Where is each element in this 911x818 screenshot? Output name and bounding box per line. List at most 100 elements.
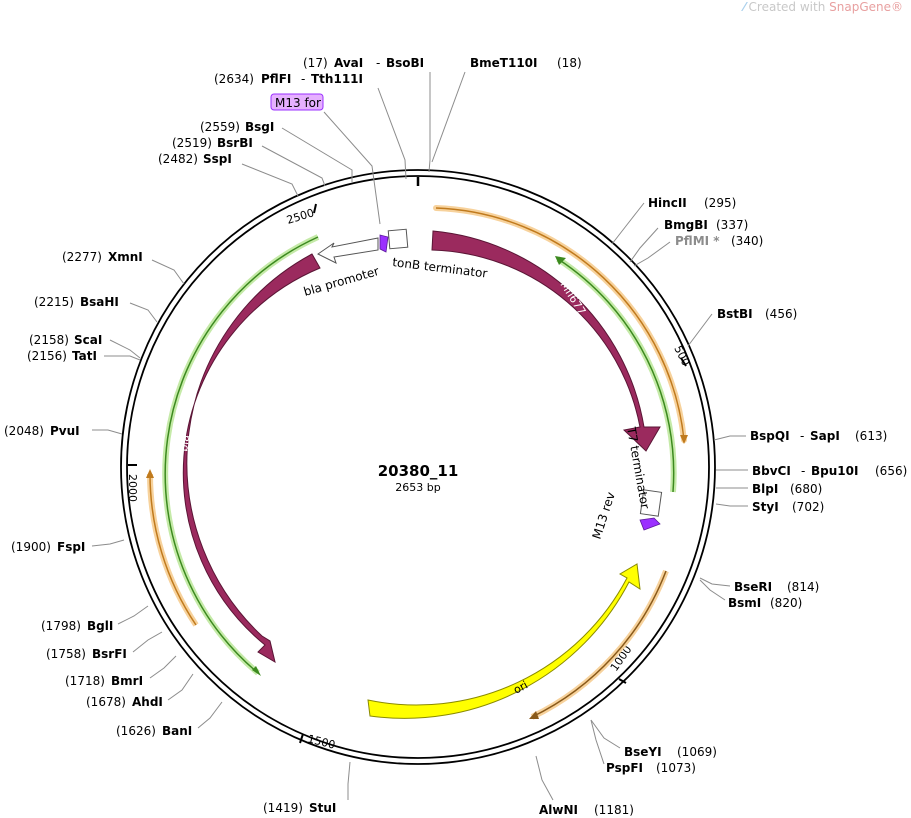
site-dash-sapi: - bbox=[800, 429, 804, 443]
watermark-prefix: Created with bbox=[748, 0, 830, 14]
feature-tonb-terminator[interactable] bbox=[387, 228, 409, 250]
feature-ori[interactable] bbox=[367, 563, 641, 719]
site-name-sapi: SapI bbox=[810, 429, 840, 443]
site-dash-bpu10i: - bbox=[801, 464, 805, 478]
watermark-mark: ® bbox=[891, 0, 903, 14]
site-pos-bmet110i: (18) bbox=[557, 56, 582, 70]
site-pos-pspfi: (1073) bbox=[656, 761, 696, 775]
site-name-bani: BanI bbox=[162, 724, 192, 738]
site-name-scai: ScaI bbox=[74, 333, 102, 347]
leader-m13for bbox=[323, 111, 381, 225]
site-dash-bsobi: - bbox=[376, 56, 380, 70]
backbone-outer bbox=[120, 169, 716, 765]
leader-bseyi bbox=[590, 719, 621, 749]
site-pos-hincii: (295) bbox=[704, 196, 736, 210]
leader-bstbi bbox=[687, 313, 713, 347]
site-name-tati: TatI bbox=[72, 349, 97, 363]
site-pos-tati: (2156) bbox=[27, 349, 67, 363]
site-name-bstbi: BstBI bbox=[717, 307, 753, 321]
site-pos-bmri: (1718) bbox=[65, 674, 105, 688]
feature-labels: Mfl677 bla ori tonB terminator bla promo… bbox=[177, 93, 652, 697]
orf-arc-2-arrow-icon bbox=[555, 256, 566, 265]
leader-bsrfi bbox=[132, 631, 163, 653]
watermark-brand: SnapGene bbox=[829, 0, 891, 14]
site-name-pflmi: PflMI * bbox=[675, 234, 720, 248]
leader-fspi bbox=[91, 539, 125, 547]
feature-t7-terminator[interactable] bbox=[639, 489, 663, 517]
leader-bani bbox=[197, 701, 223, 729]
leader-alwni bbox=[535, 755, 554, 801]
leader-pspfi bbox=[590, 719, 605, 765]
site-name-ahdi: AhdI bbox=[132, 695, 163, 709]
feature-label-ori: ori bbox=[511, 678, 530, 696]
site-name-bmri: BmrI bbox=[111, 674, 143, 688]
site-labels: (17) AvaI - BsoBI BmeT110I (18) (2634) P… bbox=[4, 56, 907, 817]
site-pos-ahdi: (1678) bbox=[86, 695, 126, 709]
leader-bgli bbox=[117, 605, 149, 625]
site-pos-bsrbi: (2519) bbox=[172, 136, 212, 150]
site-pos-bsgi: (2559) bbox=[200, 120, 240, 134]
feature-mfl677[interactable] bbox=[431, 230, 661, 452]
orf-arc-3 bbox=[531, 570, 667, 718]
tick-2500-mark bbox=[313, 203, 317, 214]
tick-label-2500: 2500 bbox=[285, 206, 316, 227]
site-name-bsahi: BsaHI bbox=[80, 295, 119, 309]
site-name-pspfi: PspFI bbox=[606, 761, 643, 775]
site-pos-blpi: (680) bbox=[790, 482, 822, 496]
orf-arc-1 bbox=[435, 207, 685, 441]
snapgene-logo-icon: ⁄ bbox=[743, 0, 746, 14]
site-pos-sspi: (2482) bbox=[158, 152, 198, 166]
site-name-pflfi: PflFI bbox=[261, 72, 291, 86]
site-name-pvui: PvuI bbox=[50, 424, 80, 438]
site-pos-bseyi: (1069) bbox=[677, 745, 717, 759]
orf-arc-4-arrow-icon bbox=[252, 666, 261, 676]
site-pos-alwni: (1181) bbox=[594, 803, 634, 817]
feature-m13-rev[interactable] bbox=[639, 517, 661, 531]
feature-m13-for[interactable] bbox=[379, 234, 389, 253]
leader-styi bbox=[715, 503, 748, 507]
orf-arc-4 bbox=[164, 236, 319, 674]
site-pos-bbvci: (656) bbox=[875, 464, 907, 478]
leader-hincii bbox=[611, 202, 645, 245]
site-name-aval: AvaI bbox=[334, 56, 363, 70]
orf-arc-3-arrow-icon bbox=[529, 711, 539, 719]
leader-xmni bbox=[151, 259, 185, 285]
backbone-inner bbox=[126, 175, 710, 759]
leader-bsmi bbox=[699, 579, 726, 601]
site-name-bsrbi: BsrBI bbox=[217, 136, 253, 150]
feature-label-bla: bla bbox=[177, 434, 192, 452]
leader-bmet110i-2 bbox=[431, 71, 466, 163]
site-name-bgli: BglI bbox=[87, 619, 113, 633]
feature-label-m13-rev: M13 rev bbox=[590, 490, 618, 541]
site-name-blpi: BlpI bbox=[752, 482, 778, 496]
orf-arc-1-arrow-icon bbox=[680, 435, 688, 444]
site-name-bsmi: BsmI bbox=[728, 596, 761, 610]
site-name-bseri: BseRI bbox=[734, 580, 772, 594]
leader-tati bbox=[104, 355, 141, 361]
site-pos-bspqi: (613) bbox=[855, 429, 887, 443]
leader-pvui bbox=[92, 429, 123, 435]
site-pos-fspi: (1900) bbox=[11, 540, 51, 554]
site-pos-scai: (2158) bbox=[29, 333, 69, 347]
site-pos-bstbi: (456) bbox=[765, 307, 797, 321]
site-pos-stui: (1419) bbox=[263, 801, 303, 815]
site-name-bmet110i: BmeT110I bbox=[470, 56, 538, 70]
feature-bla-promoter[interactable] bbox=[317, 237, 379, 264]
leader-bsgi bbox=[281, 127, 353, 182]
orf-arc-5-arrow-icon bbox=[146, 469, 154, 478]
leader-stui bbox=[347, 761, 351, 800]
site-pos-bmgbi: (337) bbox=[716, 218, 748, 232]
site-pos-bgli: (1798) bbox=[41, 619, 81, 633]
leader-scai bbox=[109, 339, 141, 359]
site-name-bspqi: BspQI bbox=[750, 429, 790, 443]
site-name-fspi: FspI bbox=[57, 540, 85, 554]
site-name-bsgi: BsgI bbox=[245, 120, 274, 134]
site-name-hincii: HincII bbox=[648, 196, 687, 210]
feature-bla[interactable] bbox=[182, 253, 321, 664]
site-name-sspi: SspI bbox=[203, 152, 232, 166]
leader-bspqi bbox=[713, 435, 746, 441]
leader-bsrbi bbox=[261, 145, 326, 187]
site-name-bpu10i: Bpu10I bbox=[811, 464, 858, 478]
site-leader-lines bbox=[91, 71, 748, 801]
